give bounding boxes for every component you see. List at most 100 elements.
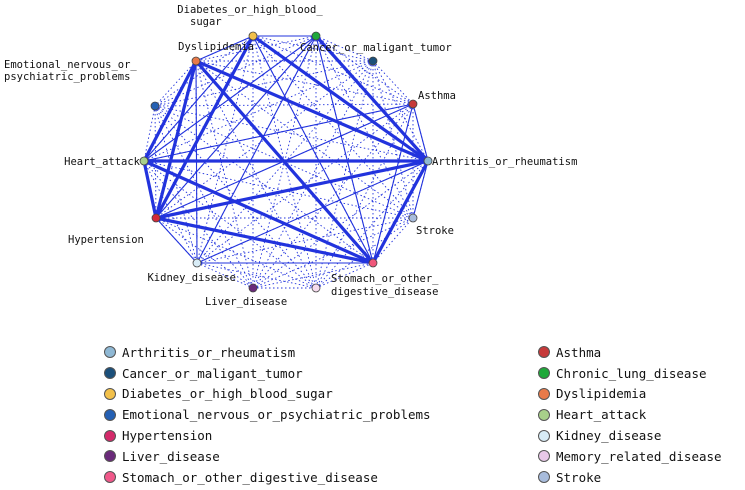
legend-swatch: [104, 450, 116, 463]
legend-swatch: [538, 408, 550, 421]
edge-strong: [194, 59, 375, 265]
edge-weak: [154, 60, 374, 107]
edge-weak: [154, 105, 374, 264]
node-labels: Arthritis_or_rheumatism Cancer_or_maligan…: [4, 4, 577, 308]
legend-item: Arthritis_or_rheumatism: [104, 342, 431, 363]
legend-item: Stomach_or_other_digestive_disease: [104, 467, 431, 488]
edge-weak: [154, 105, 254, 289]
legend-label: Diabetes_or_high_blood_sugar: [122, 386, 333, 402]
edge-medium: [195, 35, 254, 62]
edge-strong: [154, 35, 255, 219]
edge-weak: [315, 60, 374, 289]
legend-swatch: [104, 346, 116, 359]
node-memory: [311, 283, 321, 293]
legend-swatch: [538, 429, 550, 442]
legend-swatch: [538, 346, 550, 359]
node-cancer-top: [311, 31, 321, 41]
legend-item: Liver_disease: [104, 446, 431, 467]
legend-label: Heart_attack: [556, 407, 647, 423]
edge-weak: [252, 35, 374, 62]
node-dyslipidemia: [191, 56, 201, 66]
legend-swatch: [538, 450, 550, 463]
edge-weak: [315, 103, 414, 289]
legend-item: Kidney_disease: [538, 425, 722, 446]
legend-label: Stroke: [556, 469, 602, 485]
edge-weak: [372, 60, 414, 105]
edge-weak: [195, 60, 414, 219]
edge-medium: [196, 35, 317, 264]
edge-weak: [252, 35, 414, 105]
edge-strong: [142, 60, 198, 162]
node-kidney: [192, 258, 202, 268]
edge-weak: [143, 105, 156, 162]
edge-weak: [195, 60, 414, 105]
node-label-stroke: Stroke: [416, 225, 454, 237]
legend-item: Hypertension: [104, 425, 431, 446]
node-heart: [139, 156, 149, 166]
node-label-stomach: Stomach_or_other_digestive_disease: [331, 273, 439, 298]
edge-strong: [195, 59, 429, 163]
edge-weak: [195, 60, 317, 289]
legend-swatch: [538, 471, 550, 484]
legend-label: Arthritis_or_rheumatism: [122, 344, 296, 360]
edge-weak: [252, 35, 317, 289]
edge-weak: [154, 105, 317, 289]
legend-swatch: [104, 408, 116, 421]
edge-weak: [252, 262, 374, 289]
edge-weak: [155, 217, 317, 289]
comorbidity-network: Arthritis_or_rheumatism Cancer_or_maligan…: [4, 4, 577, 308]
edge-weak: [196, 217, 414, 264]
node-label-heart: Heart_attack: [64, 156, 141, 168]
node-stomach: [368, 258, 378, 268]
node-cancer-dot: [368, 56, 378, 66]
edge-medium: [155, 35, 317, 219]
edge-strong: [371, 160, 430, 264]
legend-item: Cancer_or_maligant_tumor: [104, 363, 431, 384]
edge-weak: [154, 103, 414, 107]
legend-label: Dyslipidemia: [556, 386, 647, 402]
legend-item: Dyslipidemia: [538, 384, 722, 405]
edge-medium: [315, 35, 374, 264]
edge-weak: [154, 105, 429, 162]
node-label-kidney: Kidney_disease: [147, 272, 236, 284]
edge-medium: [155, 217, 198, 264]
edge-weak: [252, 217, 414, 289]
legend-swatch: [104, 471, 116, 484]
legend-swatch: [538, 367, 550, 380]
legend-item: Asthma: [538, 342, 722, 363]
node-liver: [248, 283, 258, 293]
node-label-arthritis: Arthritis_or_rheumatism: [432, 156, 577, 168]
legend-swatch: [104, 429, 116, 442]
legend-item: Chronic_lung_disease: [538, 363, 722, 384]
edge-medium: [196, 160, 429, 264]
node-emotional: [150, 101, 160, 111]
edge-weak: [154, 35, 317, 107]
legend-label: Memory_related_disease: [556, 448, 722, 464]
edge-weak: [252, 35, 414, 219]
edge-weak: [372, 60, 414, 219]
edge-strong: [314, 34, 430, 163]
node-diabetes: [248, 31, 258, 41]
edge-weak: [143, 60, 374, 162]
legend-label: Kidney_disease: [556, 428, 662, 444]
node-label-cancer-top: Cancer_or_maligant_tumor: [300, 42, 452, 54]
legend-swatch: [104, 367, 116, 380]
edge-medium: [252, 35, 374, 264]
edge-strong: [142, 160, 158, 219]
legend-item: Memory_related_disease: [538, 446, 722, 467]
node-stroke: [408, 213, 418, 223]
node-arthritis: [423, 156, 433, 166]
legend-label: Liver_disease: [122, 448, 220, 464]
edge-medium: [412, 160, 429, 219]
edge-weak: [196, 103, 414, 264]
edge-weak: [252, 103, 414, 289]
edge-strong: [155, 216, 374, 265]
edge-weak: [155, 60, 374, 219]
medium-edges: [143, 35, 429, 264]
strong-edges: [142, 34, 430, 265]
node-label-dyslipidemia: Dyslipidemia: [178, 41, 254, 53]
node-label-diabetes: Diabetes_or_high_blood_sugar: [177, 4, 323, 28]
node-label-hypertension: Hypertension: [68, 234, 144, 246]
